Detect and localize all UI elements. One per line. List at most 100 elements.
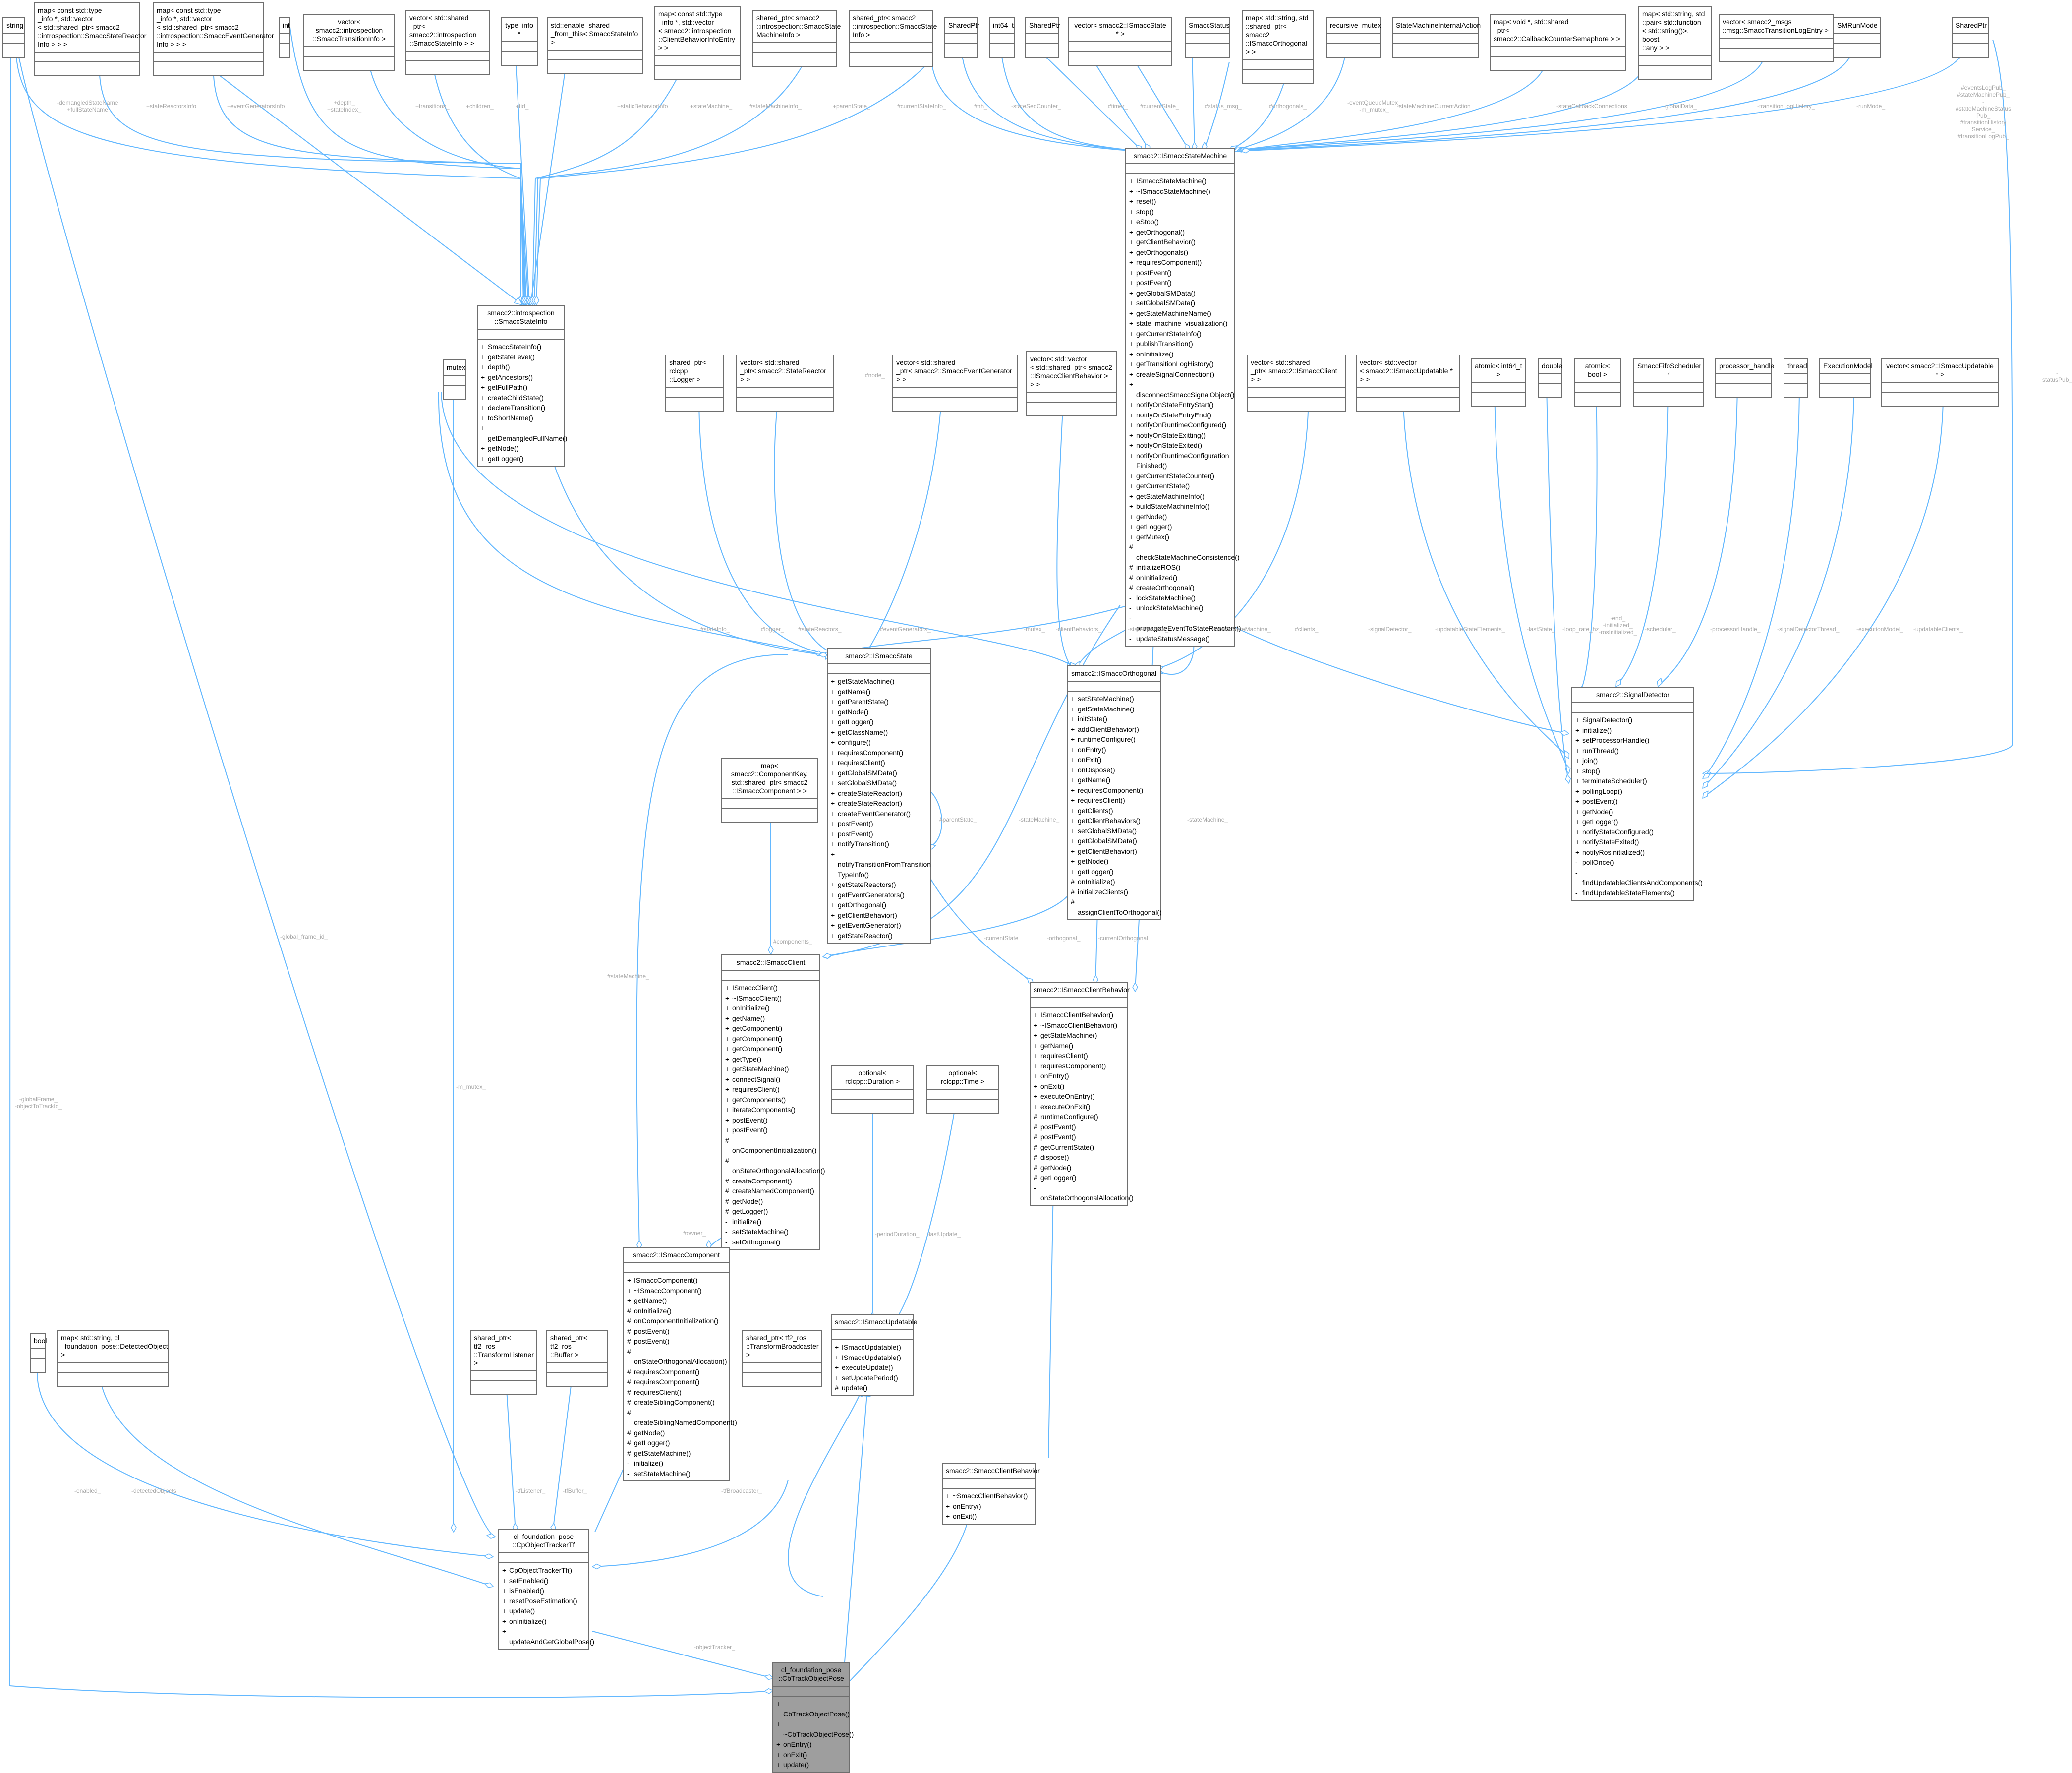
visibility-marker: # — [1034, 1143, 1037, 1151]
class-vec-state-info[interactable]: vector< std::shared _ptr< smacc2::intros… — [405, 10, 490, 75]
class-ismacc-orthogonal[interactable]: smacc2::ISmaccOrthogonal +setStateMachin… — [1067, 665, 1162, 920]
class-map-global-data[interactable]: map< std::string, std ::pair< std::funct… — [1638, 6, 1712, 80]
visibility-marker: + — [627, 1286, 632, 1295]
class-sp-logger[interactable]: shared_ptr< rclcpp ::Logger > — [665, 355, 724, 412]
edge-label: #parentState_ — [939, 816, 977, 823]
class-ismacc-client-behavior[interactable]: smacc2::ISmaccClientBehavior +ISmaccClie… — [1030, 982, 1134, 1206]
class-map-reactor-info[interactable]: map< const std::type _info *, std::vecto… — [34, 2, 146, 76]
visibility-marker: + — [1071, 776, 1075, 784]
class-smacc-client-behavior[interactable]: smacc2::SmaccClientBehavior +~SmaccClien… — [942, 1463, 1040, 1525]
method-item: +getNode() — [1575, 807, 1690, 817]
class-sp-tf-listener[interactable]: shared_ptr< tf2_ros ::TransformListener … — [470, 1330, 537, 1395]
visibility-marker: + — [831, 748, 835, 757]
class-bool[interactable]: bool — [30, 1333, 47, 1373]
class-map-components[interactable]: map< smacc2::ComponentKey, std::shared_p… — [721, 758, 818, 823]
class-smacc-status[interactable]: SmaccStatus — [1185, 17, 1230, 58]
class-int[interactable]: int — [279, 17, 290, 58]
class-map-cb-info[interactable]: map< const std::type _info *, std::vecto… — [654, 6, 741, 80]
class-map-callback-sem[interactable]: map< void *, std::shared _ptr< smacc2::C… — [1490, 14, 1626, 71]
class-mutex[interactable]: mutex — [443, 359, 466, 400]
method-item: #onInitialized() — [1129, 573, 1231, 583]
class-atomic-bool[interactable]: atomic< bool > — [1574, 358, 1621, 407]
method-name: getName() — [634, 1297, 667, 1304]
edge-label: +stateReactorsInfo — [146, 103, 197, 110]
visibility-marker: + — [1071, 847, 1075, 855]
class-sp-tf-broadcaster[interactable]: shared_ptr< tf2_ros ::TransformBroadcast… — [742, 1330, 822, 1387]
class-int64[interactable]: int64_t — [989, 17, 1015, 58]
class-vec-transition-log[interactable]: vector< smacc2_msgs ::msg::SmaccTransiti… — [1719, 14, 1834, 62]
class-sp-sm-info[interactable]: shared_ptr< smacc2 ::introspection::Smac… — [752, 10, 841, 67]
method-name: onInitialized() — [1136, 573, 1178, 582]
method-item: +requiresComponent() — [831, 748, 927, 758]
edge-label: -processorHandle_ — [1710, 626, 1761, 633]
class-fifo-scheduler[interactable]: SmaccFifoScheduler * — [1633, 358, 1704, 407]
class-map-orthogonal[interactable]: map< std::string, std ::shared_ptr< smac… — [1242, 10, 1314, 84]
class-sp-state-info[interactable]: shared_ptr< smacc2 ::introspection::Smac… — [849, 10, 937, 67]
class-sharedptr-1[interactable]: SharedPtr — [944, 17, 979, 58]
class-map-detected[interactable]: map< std::string, cl _foundation_pose::D… — [57, 1330, 169, 1387]
method-name: notifyTransitionFromTransition TypeInfo(… — [838, 860, 931, 879]
class-ismacc-component[interactable]: smacc2::ISmaccComponent +ISmaccComponent… — [623, 1247, 737, 1481]
method-name: getLogger() — [838, 718, 874, 726]
class-vec-transition-info[interactable]: vector< smacc2::introspection ::SmaccTra… — [303, 14, 395, 71]
method-item: +getCurrentStateInfo() — [1129, 329, 1231, 339]
edge-label: +children_ — [466, 103, 494, 110]
method-item: +getCurrentState() — [1129, 481, 1231, 491]
method-item: +onEntry() — [1071, 745, 1157, 755]
class-ismacc-state[interactable]: smacc2::ISmaccState +getStateMachine()+g… — [827, 648, 931, 944]
class-atomic-int64[interactable]: atomic< int64_t > — [1471, 358, 1526, 407]
class-string[interactable]: string — [2, 17, 25, 58]
class-cp-object-tracker-tf[interactable]: cl_foundation_pose ::CpObjectTrackerTf +… — [498, 1529, 594, 1650]
method-name: getNode() — [1582, 807, 1613, 816]
visibility-marker: + — [831, 911, 835, 919]
method-name: CpObjectTrackerTf() — [509, 1566, 573, 1574]
class-processor-handle[interactable]: processor_handle — [1715, 358, 1774, 398]
visibility-marker: + — [946, 1512, 950, 1520]
class-optional-time[interactable]: optional< rclcpp::Time > — [926, 1065, 999, 1114]
class-recursive-mutex[interactable]: recursive_mutex — [1326, 17, 1381, 58]
class-enable-shared[interactable]: std::enable_shared _from_this< SmaccStat… — [547, 17, 643, 74]
class-sm-run-mode[interactable]: SMRunMode — [1833, 17, 1881, 58]
visibility-marker: - — [1129, 604, 1132, 612]
class-vec-client[interactable]: vector< std::shared _ptr< smacc2::ISmacc… — [1247, 355, 1346, 412]
visibility-marker: + — [1129, 268, 1134, 277]
method-item: #postEvent() — [1034, 1122, 1124, 1132]
visibility-marker: + — [1129, 421, 1134, 429]
class-sharedptr-3[interactable]: SharedPtr — [1952, 17, 1989, 58]
class-smacc-state-info[interactable]: smacc2::introspection ::SmaccStateInfo +… — [477, 305, 567, 467]
class-map-eventgen-info[interactable]: map< const std::type _info *, std::vecto… — [153, 2, 274, 76]
visibility-marker: + — [1575, 838, 1580, 846]
class-vec-state-reactor[interactable]: vector< std::shared _ptr< smacc2::StateR… — [736, 355, 834, 412]
method-name: getGlobalSMData() — [1136, 289, 1196, 297]
method-name: getStateReactor() — [838, 931, 893, 940]
visibility-marker: + — [946, 1492, 950, 1500]
class-optional-duration[interactable]: optional< rclcpp::Duration > — [831, 1065, 914, 1114]
class-vec-vec-updatable[interactable]: vector< std::vector < smacc2::ISmaccUpda… — [1356, 355, 1460, 412]
method-name: getGlobalSMData() — [838, 768, 897, 777]
class-vec-updatable[interactable]: vector< smacc2::ISmaccUpdatable * > — [1881, 358, 1999, 407]
class-execution-model[interactable]: ExecutionModel — [1819, 358, 1873, 398]
class-ismacc-state-machine[interactable]: smacc2::ISmaccStateMachine +ISmaccStateM… — [1125, 148, 1241, 647]
method-item: +iterateComponents() — [725, 1105, 816, 1115]
method-item: +onExit() — [946, 1511, 1032, 1522]
class-thread[interactable]: thread — [1784, 358, 1808, 398]
class-vec-event-gen[interactable]: vector< std::shared _ptr< smacc2::SmaccE… — [892, 355, 1018, 412]
class-ismacc-updatable[interactable]: smacc2::ISmaccUpdatable +ISmaccUpdatable… — [831, 1314, 918, 1396]
class-type-info[interactable]: type_info * — [501, 17, 538, 66]
method-item: +getType() — [725, 1054, 816, 1064]
class-double[interactable]: double — [1538, 358, 1562, 398]
edge-label: +transitions_ — [415, 103, 450, 110]
visibility-marker: + — [776, 1720, 781, 1728]
method-item: -updateStatusMessage() — [1129, 634, 1231, 644]
visibility-marker: + — [1034, 1082, 1038, 1090]
class-sm-internal-action[interactable]: StateMachineInternalAction — [1392, 17, 1481, 58]
class-ismacc-client[interactable]: smacc2::ISmaccClient +ISmaccClient()+~IS… — [721, 954, 825, 1250]
method-item: +CbTrackObjectPose() — [776, 1699, 850, 1719]
method-item: +ISmaccUpdatable() — [835, 1353, 910, 1363]
class-sharedptr-2[interactable]: SharedPtr — [1025, 17, 1060, 58]
class-vec-state-ptr[interactable]: vector< smacc2::ISmaccState * > — [1068, 17, 1172, 66]
class-vec-vec-cb[interactable]: vector< std::vector < std::shared_ptr< s… — [1026, 351, 1117, 416]
class-signal-detector[interactable]: smacc2::SignalDetector +SignalDetector()… — [1571, 687, 1703, 901]
class-sp-tf-buffer[interactable]: shared_ptr< tf2_ros ::Buffer > — [546, 1330, 608, 1387]
class-cb-track-object-pose[interactable]: cl_foundation_pose ::CbTrackObjectPose +… — [772, 1662, 854, 1773]
